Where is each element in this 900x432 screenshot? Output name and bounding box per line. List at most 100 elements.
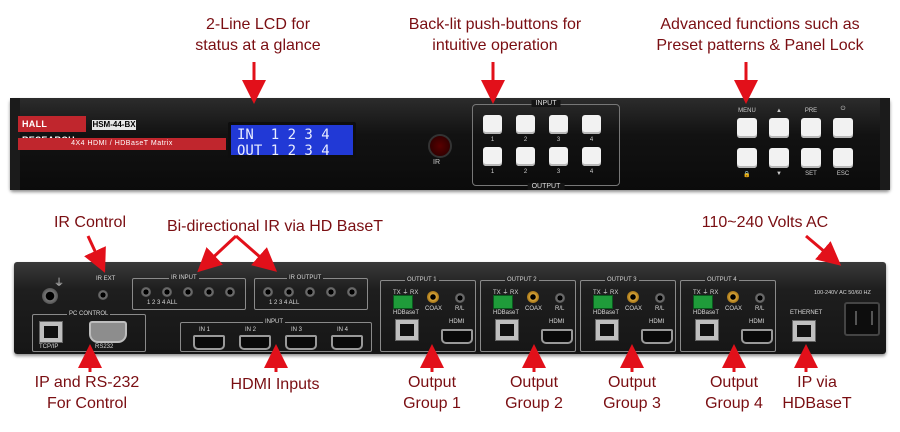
in-2-label: IN 2 — [245, 327, 257, 333]
ir-ext-jack[interactable] — [98, 290, 108, 300]
output-1-rl-jack[interactable] — [455, 293, 465, 303]
input-1-button[interactable] — [483, 115, 502, 134]
ir-input-jack-2[interactable] — [162, 287, 172, 297]
input-3-button[interactable] — [549, 115, 568, 134]
menu-button[interactable] — [737, 118, 757, 138]
output-number-labels: 1 2 3 4 — [490, 169, 594, 175]
ethernet-port[interactable] — [792, 320, 816, 342]
hdmi-in-3-port[interactable] — [285, 335, 317, 350]
output-4-button[interactable] — [582, 147, 601, 166]
output-2-button[interactable] — [516, 147, 535, 166]
output-3-hdmi-label: HDMI — [649, 319, 665, 325]
output-1-hdbaset-label: HDBaseT — [393, 310, 420, 316]
callout-advanced: Advanced functions such as Preset patter… — [656, 16, 864, 54]
output-3-hdbaset-port[interactable] — [595, 319, 619, 341]
output-4-hdbaset-label: HDBaseT — [693, 310, 720, 316]
hdmi-in-4-port[interactable] — [331, 335, 363, 350]
ir-output-jack-all[interactable] — [347, 287, 357, 297]
callout-bidirectional-ir: Bi-directional IR via HD BaseT — [166, 218, 384, 235]
output-2-ir-terminal[interactable] — [493, 295, 513, 309]
output-3-button[interactable] — [549, 147, 568, 166]
preset-label: PRE — [804, 108, 818, 114]
output-4-ir-terminal[interactable] — [693, 295, 713, 309]
lcd-line-1: IN 1 2 3 4 — [237, 127, 330, 143]
output-4-hdmi-port[interactable] — [741, 329, 773, 344]
power-inlet[interactable] — [844, 302, 880, 336]
rs232-port[interactable] — [89, 321, 127, 343]
output-1-hdmi-port[interactable] — [441, 329, 473, 344]
output-3-rl-jack[interactable] — [655, 293, 665, 303]
ir-output-jack-1[interactable] — [263, 287, 273, 297]
ir-output-jack-3[interactable] — [305, 287, 315, 297]
input-buttons — [483, 115, 601, 134]
ground-symbol-icon: ⏚ — [54, 278, 64, 289]
output-4-coax-port[interactable] — [727, 291, 739, 303]
down-button[interactable] — [769, 148, 789, 168]
power-button[interactable] — [833, 118, 853, 138]
up-button[interactable] — [769, 118, 789, 138]
output-3-ir-terminal[interactable] — [593, 295, 613, 309]
callout-output-group-1: Output Group 1 — [403, 374, 461, 412]
output-group-1-block: OUTPUT 1 TX ⏚ RX HDBaseT COAX R/L HDMI — [380, 277, 476, 352]
ir-input-block: IR INPUT 1 2 3 4 ALL — [132, 275, 246, 310]
arrow-ir-control — [84, 235, 106, 273]
ir-input-jack-4[interactable] — [204, 287, 214, 297]
output-4-label: OUTPUT 4 — [705, 277, 739, 283]
ir-output-jack-2[interactable] — [284, 287, 294, 297]
output-3-coax-port[interactable] — [627, 291, 639, 303]
preset-button[interactable] — [801, 118, 821, 138]
output-3-label: OUTPUT 3 — [605, 277, 639, 283]
output-4-hdmi-label: HDMI — [749, 319, 765, 325]
pc-control-label: PC CONTROL — [67, 311, 111, 317]
output-2-hdbaset-port[interactable] — [495, 319, 519, 341]
output-1-hdbaset-port[interactable] — [395, 319, 419, 341]
output-2-hdmi-port[interactable] — [541, 329, 573, 344]
ground-jack[interactable] — [42, 288, 58, 304]
input-2-button[interactable] — [516, 115, 535, 134]
output-3-rl-label: R/L — [655, 306, 665, 312]
output-4-txrx-label: TX ⏚ RX — [693, 290, 719, 296]
power-icon: ⏻ — [840, 106, 846, 112]
rear-panel: ⏚ IR EXT IR INPUT 1 2 3 4 ALL IR OUTPUT … — [14, 262, 886, 354]
ethernet-label: ETHERNET — [790, 310, 823, 316]
output-group-label: OUTPUT — [527, 183, 565, 190]
hdmi-in-1-port[interactable] — [193, 335, 225, 350]
output-4-rl-jack[interactable] — [755, 293, 765, 303]
lock-button[interactable] — [737, 148, 757, 168]
tcpip-label: TCP/IP — [39, 344, 59, 350]
ir-sensor-label: IR — [433, 159, 440, 166]
lcd-display: IN 1 2 3 4 OUT 1 2 3 4 — [228, 122, 356, 159]
in-1-label: IN 1 — [199, 327, 211, 333]
arrow-power — [805, 234, 842, 266]
output-1-ir-terminal[interactable] — [393, 295, 413, 309]
ir-input-jack-1[interactable] — [141, 287, 151, 297]
ir-input-label: IR INPUT — [169, 275, 199, 281]
tcpip-port[interactable] — [39, 321, 63, 343]
ir-input-jack-all[interactable] — [225, 287, 235, 297]
output-2-rl-jack[interactable] — [555, 293, 565, 303]
callout-output-group-3: Output Group 3 — [603, 374, 661, 412]
down-label: ▼ — [776, 171, 782, 177]
up-label: ▲ — [776, 108, 782, 114]
ir-sensor-icon — [428, 134, 452, 158]
hdmi-in-2-port[interactable] — [239, 335, 271, 350]
output-1-coax-port[interactable] — [427, 291, 439, 303]
output-1-button[interactable] — [483, 147, 502, 166]
ir-input-jack-3[interactable] — [183, 287, 193, 297]
callout-output-group-2: Output Group 2 — [505, 374, 563, 412]
output-3-hdmi-port[interactable] — [641, 329, 673, 344]
callout-ip-hdbaset: IP via HDBaseT — [782, 374, 852, 412]
arrow-bidir-ir-left — [197, 234, 238, 273]
button-number-labels: 1 2 3 4 — [490, 137, 594, 143]
input-4-button[interactable] — [582, 115, 601, 134]
in-4-label: IN 4 — [337, 327, 349, 333]
output-2-coax-port[interactable] — [527, 291, 539, 303]
lock-icon: 🔒 — [743, 172, 751, 178]
output-4-hdbaset-port[interactable] — [695, 319, 719, 341]
set-button[interactable] — [801, 148, 821, 168]
ir-output-jack-4[interactable] — [326, 287, 336, 297]
ir-ext-label: IR EXT — [96, 276, 116, 282]
rack-ear-left — [10, 98, 20, 190]
escape-button[interactable] — [833, 148, 853, 168]
output-1-label: OUTPUT 1 — [405, 277, 439, 283]
